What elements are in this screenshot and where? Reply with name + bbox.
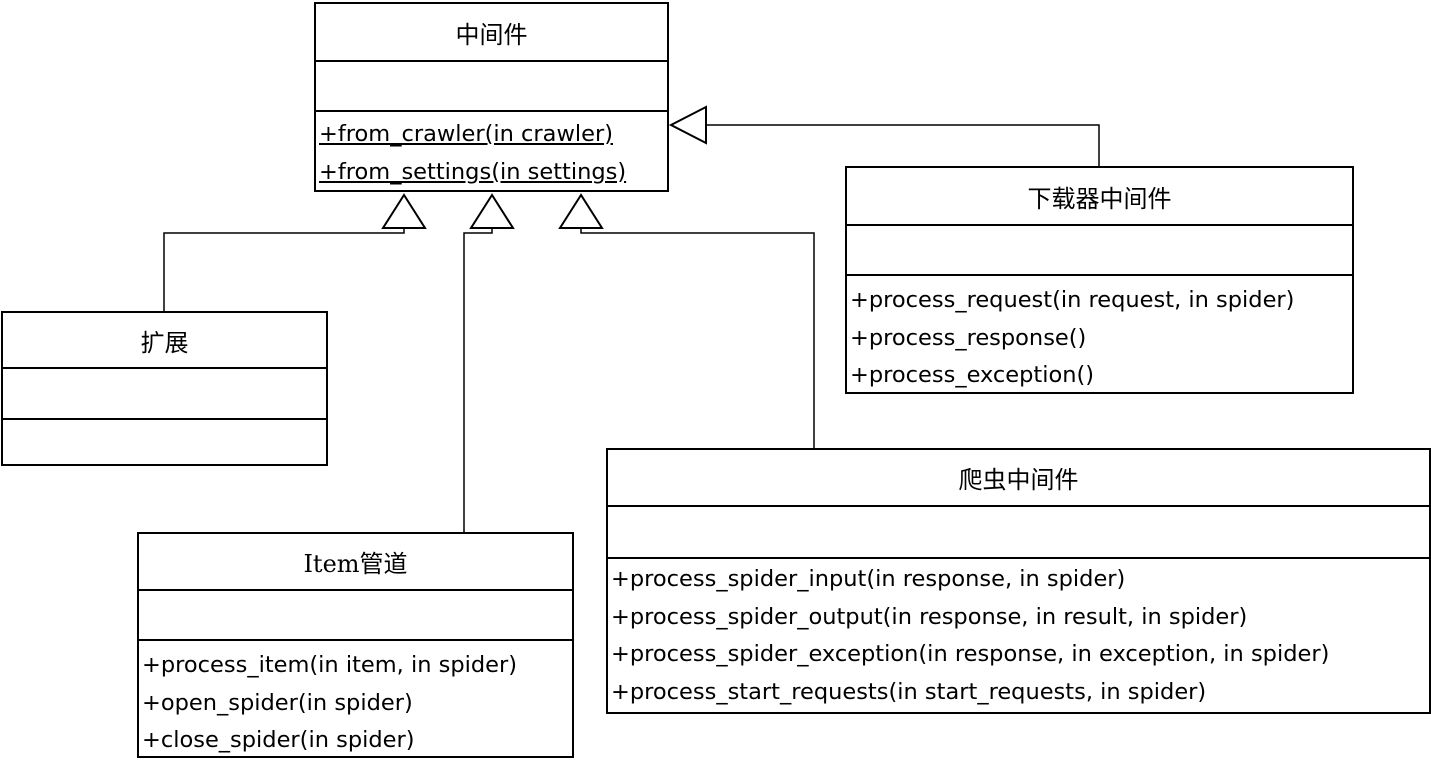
generalization-arrow-extension	[381, 193, 427, 229]
generalization-arrow-spider-middleware	[558, 193, 604, 229]
attributes-compartment	[139, 591, 572, 639]
operations-compartment: +process_request(in request, in spider) …	[847, 274, 1352, 395]
operations-compartment	[3, 418, 326, 464]
class-name: 爬虫中间件	[608, 450, 1429, 507]
class-spider-middleware: 爬虫中间件 +process_spider_input(in response,…	[606, 448, 1431, 714]
operation: +process_spider_exception(in response, i…	[611, 641, 1330, 667]
class-extension: 扩展	[1, 311, 328, 466]
operations-compartment: +process_item(in item, in spider) +open_…	[139, 639, 572, 760]
class-downloader-middleware: 下载器中间件 +process_request(in request, in s…	[845, 166, 1354, 394]
class-name: 下载器中间件	[847, 168, 1352, 226]
operations-compartment: +from_crawler(in crawler) +from_settings…	[316, 110, 667, 191]
operation: +open_spider(in spider)	[142, 689, 413, 716]
operation: +process_request(in request, in spider)	[850, 287, 1295, 313]
class-name: Item管道	[139, 534, 572, 591]
attributes-compartment	[3, 369, 326, 418]
operation: +process_item(in item, in spider)	[142, 652, 518, 678]
operation: +process_start_requests(in start_request…	[611, 678, 1207, 705]
operation: +from_crawler(in crawler)	[319, 121, 613, 147]
operation: +process_response()	[850, 324, 1087, 351]
operations-compartment: +process_spider_input(in response, in sp…	[608, 557, 1429, 711]
operation: +from_settings(in settings)	[319, 158, 627, 185]
connector-downloader-middleware	[706, 124, 1100, 166]
attributes-compartment	[316, 62, 667, 110]
class-name: 中间件	[316, 4, 667, 62]
attributes-compartment	[847, 226, 1352, 274]
connector-spider-middleware	[580, 228, 815, 448]
operation: +close_spider(in spider)	[142, 727, 415, 753]
class-middleware: 中间件 +from_crawler(in crawler) +from_sett…	[314, 2, 669, 192]
operation: +process_exception()	[850, 362, 1095, 388]
operation: +process_spider_output(in response, in r…	[611, 603, 1248, 630]
class-name: 扩展	[3, 313, 326, 369]
attributes-compartment	[608, 507, 1429, 557]
operation: +process_spider_input(in response, in sp…	[611, 566, 1126, 592]
connector-extension	[163, 228, 405, 311]
class-item-pipeline: Item管道 +process_item(in item, in spider)…	[137, 532, 574, 758]
generalization-arrow-downloader	[668, 105, 707, 145]
connector-item-pipeline	[463, 228, 493, 532]
generalization-arrow-item-pipeline	[469, 193, 515, 229]
